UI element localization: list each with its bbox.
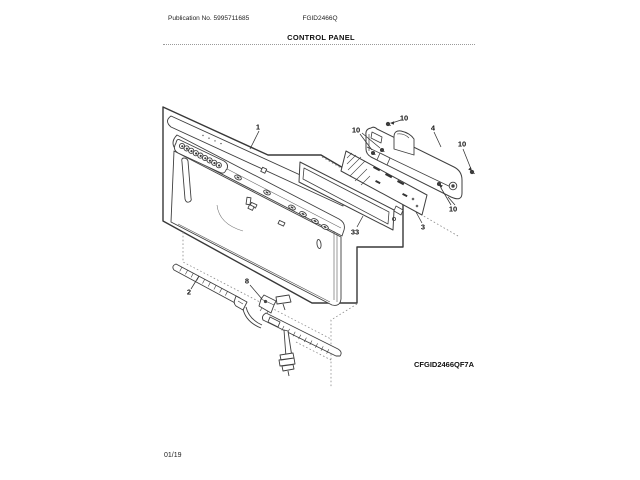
part-10-screws [370,121,475,187]
dotted-guide-lines [182,156,459,388]
callout-part-10-right: 10 [457,139,467,149]
header-dotted-rule [163,44,475,45]
part-4-control-housing [365,126,463,200]
screw [385,121,391,127]
callout-part-8: 8 [244,276,250,286]
publication-number: Publication No. 5995711685 [168,15,250,22]
screw [469,169,475,175]
panel-buttons [178,142,222,169]
part-33-window-gasket [298,161,396,231]
diagram-variant-code: CFGID2466QF7A [414,360,475,369]
callout-part-10-top: 10 [399,113,409,123]
part-3-control-board [340,150,428,216]
model-number: FGID2466Q [302,15,338,22]
callout-part-1: 1 [255,122,261,132]
part-1-control-panel [167,115,345,306]
footer-date-code: 01/19 [164,452,182,459]
harness-screw [263,299,268,304]
part-2-trim-strip [172,263,248,311]
callout-part-2: 2 [186,287,192,297]
panel-vent-dots [202,134,222,145]
callout-part-4: 4 [430,123,436,133]
callout-part-10-left: 10 [351,125,361,135]
leader-arrowheads [390,121,472,189]
callout-part-33: 33 [350,227,360,237]
part-8-wiring-harness [242,294,342,377]
callout-leader-lines [190,119,472,300]
panel-bosses [234,174,329,230]
callout-part-3: 3 [420,222,426,232]
screw [370,150,376,156]
diagram-frame [162,106,404,304]
page-title: CONTROL PANEL [287,33,355,42]
screw [379,147,385,153]
board-components [373,166,408,198]
callout-part-10-bottom: 10 [448,204,458,214]
